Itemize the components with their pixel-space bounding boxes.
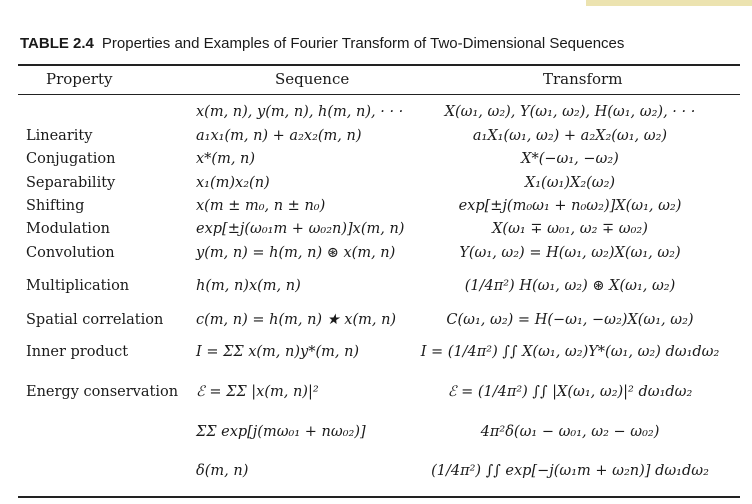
row-property: Convolution (26, 245, 115, 261)
header-transform: Transform (543, 70, 623, 88)
row-transform: Y(ω₁, ω₂) = H(ω₁, ω₂)X(ω₁, ω₂) (459, 245, 681, 261)
table-title: Properties and Examples of Fourier Trans… (101, 35, 625, 52)
row-sequence: c(m, n) = h(m, n) ★ x(m, n) (196, 312, 397, 328)
row-property: Modulation (26, 221, 111, 237)
row-property: Linearity (26, 128, 93, 144)
row-sequence: I = ΣΣ x(m, n)y*(m, n) (196, 344, 360, 360)
row-sequence: x₁(m)x₂(n) (196, 175, 270, 191)
row-transform: a₁X₁(ω₁, ω₂) + a₂X₂(ω₁, ω₂) (472, 128, 668, 144)
row-transform: (1/4π²) H(ω₁, ω₂) ⊛ X(ω₁, ω₂) (464, 278, 676, 294)
row-property: Inner product (26, 344, 129, 360)
row-transform: I = (1/4π²) ∫∫ X(ω₁, ω₂)Y*(ω₁, ω₂) dω₁dω… (420, 344, 720, 360)
row-property: Shifting (26, 198, 85, 214)
row-sequence: ΣΣ exp[j(mω₀₁ + nω₀₂)] (196, 424, 366, 440)
row-transform: ℰ = (1/4π²) ∫∫ |X(ω₁, ω₂)|² dω₁dω₂ (447, 384, 693, 400)
row-sequence: x*(m, n) (196, 151, 256, 167)
row-sequence: x(m, n), y(m, n), h(m, n), · · · (196, 104, 404, 120)
row-sequence: h(m, n)x(m, n) (196, 278, 301, 294)
top-corner-bar (586, 0, 752, 6)
header-property: Property (46, 70, 113, 88)
row-sequence: x(m ± m₀, n ± n₀) (196, 198, 326, 214)
row-property: Energy conservation (26, 384, 179, 400)
row-sequence: a₁x₁(m, n) + a₂x₂(m, n) (196, 128, 362, 144)
row-transform: C(ω₁, ω₂) = H(−ω₁, −ω₂)X(ω₁, ω₂) (446, 312, 694, 328)
row-transform: X*(−ω₁, −ω₂) (521, 151, 619, 167)
row-transform: X(ω₁, ω₂), Y(ω₁, ω₂), H(ω₁, ω₂), · · · (444, 104, 696, 120)
row-transform: X(ω₁ ∓ ω₀₁, ω₂ ∓ ω₀₂) (492, 221, 648, 237)
row-sequence: ℰ = ΣΣ |x(m, n)|² (196, 384, 319, 400)
table-number: TABLE 2.4 (20, 35, 94, 52)
row-transform: 4π²δ(ω₁ − ω₀₁, ω₂ − ω₀₂) (480, 424, 660, 440)
header-sequence: Sequence (275, 70, 350, 88)
row-transform: X₁(ω₁)X₂(ω₂) (524, 175, 616, 191)
row-property: Conjugation (26, 151, 116, 167)
row-property: Spatial correlation (26, 312, 164, 328)
header-rule (18, 94, 740, 95)
row-property: Separability (26, 175, 116, 191)
row-sequence: exp[±j(ω₀₁m + ω₀₂n)]x(m, n) (196, 221, 405, 237)
row-sequence: δ(m, n) (196, 463, 249, 479)
row-transform: (1/4π²) ∫∫ exp[−j(ω₁m + ω₂n)] dω₁dω₂ (431, 463, 709, 479)
top-rule (18, 64, 740, 66)
bottom-rule (18, 496, 740, 498)
row-sequence: y(m, n) = h(m, n) ⊛ x(m, n) (196, 245, 396, 261)
row-transform: exp[±j(m₀ω₁ + n₀ω₂)]X(ω₁, ω₂) (458, 198, 682, 214)
row-property: Multiplication (26, 278, 130, 294)
table-caption: TABLE 2.4 Properties and Examples of Four… (20, 35, 740, 52)
